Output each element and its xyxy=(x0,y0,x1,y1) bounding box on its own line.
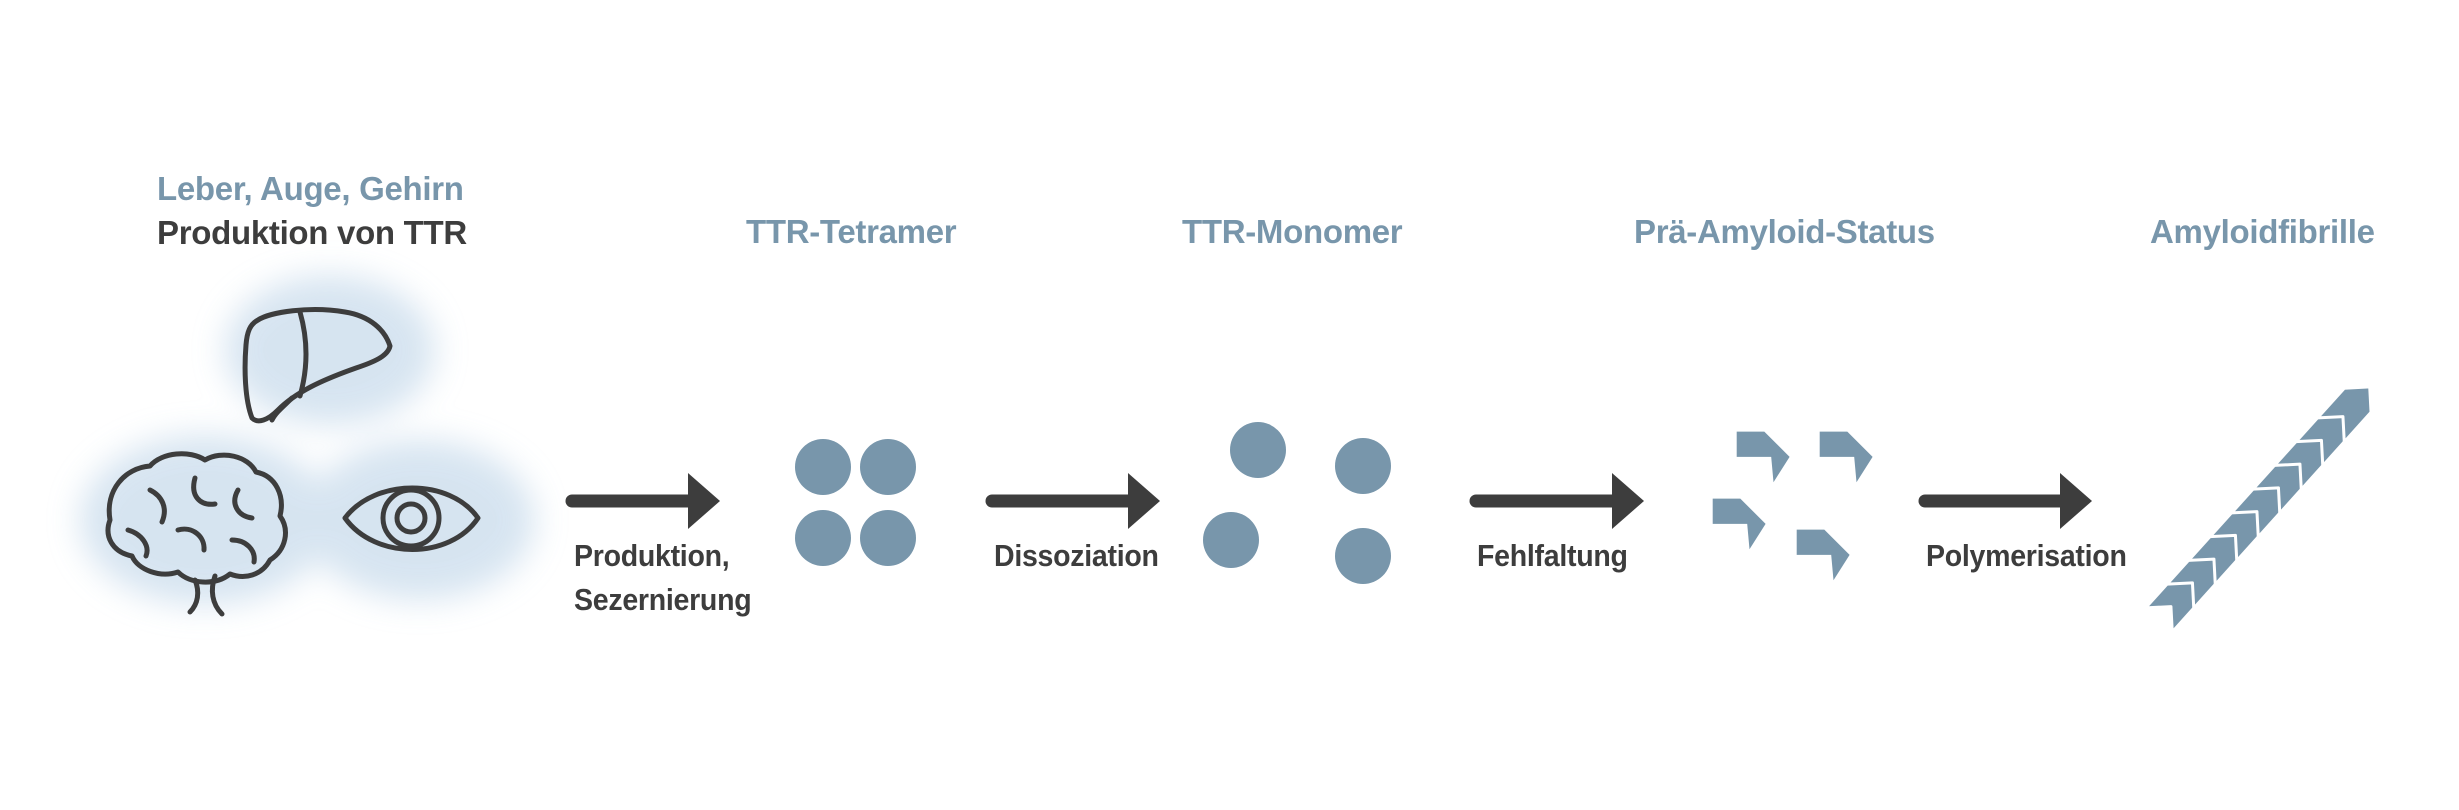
arrow-misfolding-head xyxy=(1612,473,1644,529)
monomer-3 xyxy=(1203,512,1259,568)
arrow-misfolding xyxy=(1469,473,1644,529)
misfolded-monomer-3 xyxy=(1712,498,1766,550)
monomer-1 xyxy=(1230,422,1286,478)
tetramer-graphic xyxy=(795,439,916,566)
transition-label-polymerisation: Polymerisation xyxy=(1926,538,2127,573)
misfolded-monomer-2 xyxy=(1819,431,1873,483)
fibril-segment-9 xyxy=(2316,385,2373,444)
fibril-segment-9-shape xyxy=(2316,385,2373,444)
arrows xyxy=(565,473,2092,529)
transition-label-production-line2: Sezernierung xyxy=(574,582,752,617)
arrow-production xyxy=(565,473,720,529)
stage-title-monomer: TTR-Monomer xyxy=(1182,213,1403,250)
stage-title-preamyloid: Prä-Amyloid-Status xyxy=(1634,213,1935,250)
transition-label-dissociation: Dissoziation xyxy=(994,538,1159,573)
tetramer-subunit-3 xyxy=(795,510,851,566)
organs-label: Leber, Auge, Gehirn xyxy=(157,170,464,207)
transition-label-misfolding: Fehlfaltung xyxy=(1477,538,1628,573)
stage-title-tetramer: TTR-Tetramer xyxy=(746,213,957,250)
transition-label-production-line1: Produktion, xyxy=(574,538,730,573)
monomer-graphic xyxy=(1203,422,1391,584)
arrow-dissociation-head xyxy=(1128,473,1160,529)
arrow-production-head xyxy=(688,473,720,529)
tetramer-subunit-4 xyxy=(860,510,916,566)
tetramer-subunit-2 xyxy=(860,439,916,495)
monomer-2 xyxy=(1335,438,1391,494)
liver-icon xyxy=(242,307,393,424)
monomer-4 xyxy=(1335,528,1391,584)
misfolded-monomer-4-shape xyxy=(1796,529,1850,581)
eye-icon xyxy=(342,485,481,552)
arrow-polymerisation-head xyxy=(2060,473,2092,529)
tetramer-subunit-1 xyxy=(795,439,851,495)
stage-title-fibril: Amyloidfibrille xyxy=(2150,213,2375,250)
misfolded-monomer-3-shape xyxy=(1712,498,1766,550)
arrow-dissociation xyxy=(985,473,1160,529)
arrow-polymerisation xyxy=(1918,473,2092,529)
misfolded-monomer-1-shape xyxy=(1736,431,1790,483)
misfolded-monomer-2-shape xyxy=(1819,431,1873,483)
preamyloid-graphic xyxy=(1712,431,1873,581)
brain-icon xyxy=(105,451,288,617)
misfolded-monomer-1 xyxy=(1736,431,1790,483)
production-label: Produktion von TTR xyxy=(157,214,467,251)
fibril-graphic xyxy=(2144,385,2373,634)
misfolded-monomer-4 xyxy=(1796,529,1850,581)
